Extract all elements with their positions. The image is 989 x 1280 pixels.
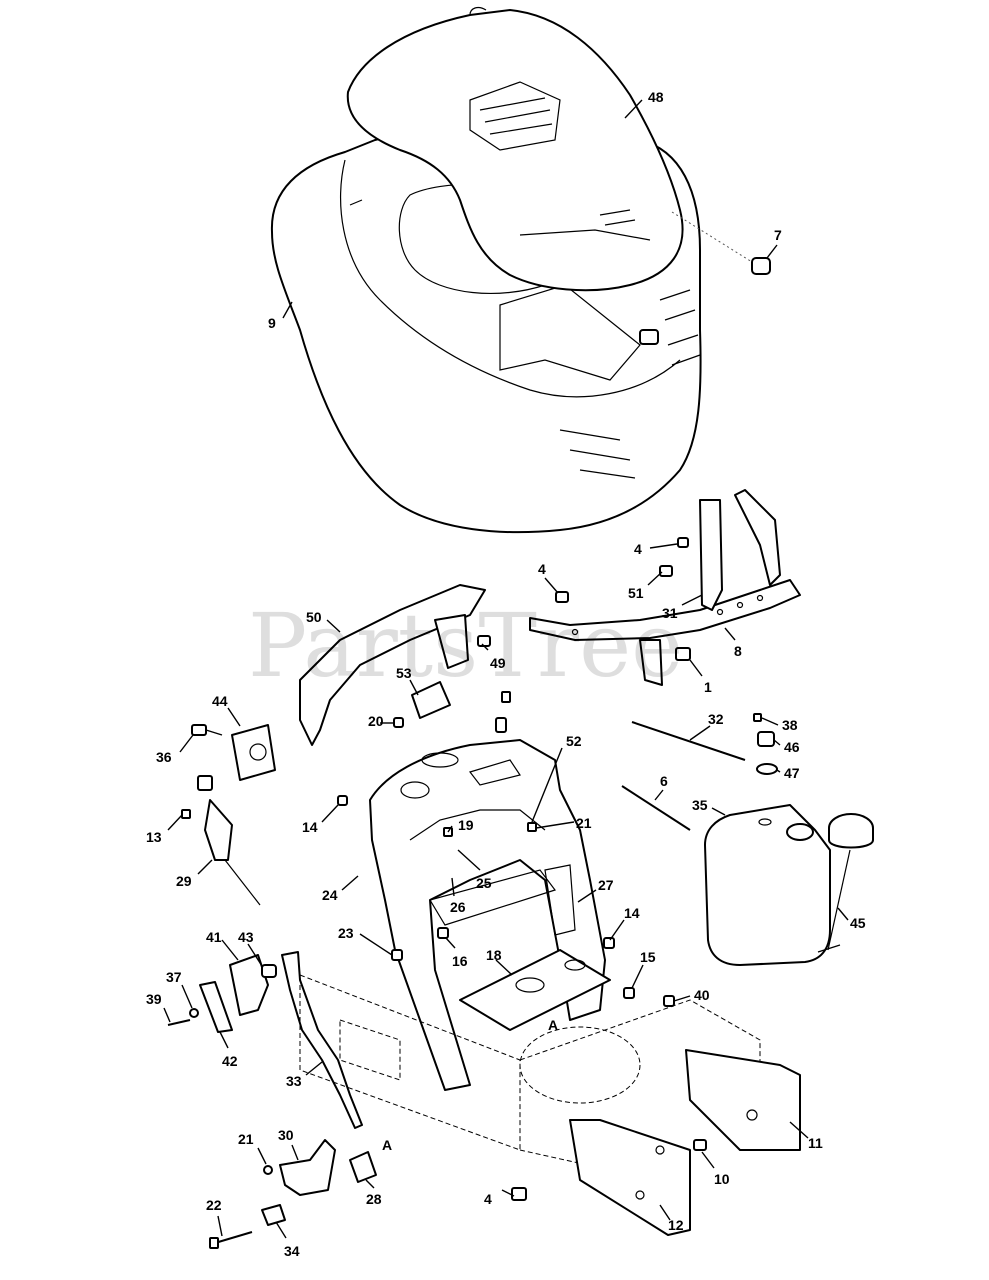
fitting-part-46-47-38: [753, 713, 778, 775]
clip-part-34: [261, 1204, 286, 1226]
callout-26: 26: [450, 899, 466, 915]
key-part-36: [191, 724, 223, 736]
callout-40: 40: [694, 987, 710, 1003]
callout-23: 23: [338, 925, 354, 941]
callout-44: 44: [212, 693, 228, 709]
callout-labels: 48 7 9 4 51 31 8 1 50 49 53 44 36 20 32 …: [146, 89, 866, 1259]
bushing-part-28: [349, 1151, 377, 1183]
callout-20: 20: [368, 713, 384, 729]
callout-24: 24: [322, 887, 338, 903]
callout-39: 39: [146, 991, 162, 1007]
callout-37: 37: [166, 969, 182, 985]
panel-part-27: [544, 864, 576, 936]
callout-9: 9: [268, 315, 276, 331]
callout-4-bracket: 4: [538, 561, 546, 577]
callout-42: 42: [222, 1053, 238, 1069]
callout-13: 13: [146, 829, 162, 845]
fuel-tank-part-35: [704, 804, 831, 966]
dash-support-part-24: [369, 739, 606, 1091]
bolt-part-7: [751, 257, 771, 275]
callout-10: 10: [714, 1171, 730, 1187]
callout-38: 38: [782, 717, 798, 733]
callout-50: 50: [306, 609, 322, 625]
callout-22: 22: [206, 1197, 222, 1213]
callout-A-frame: A: [548, 1017, 558, 1033]
bracket-part-8: [529, 489, 801, 686]
hood-top-part-48: [346, 6, 684, 292]
callout-25: 25: [476, 875, 492, 891]
callout-14b: 14: [624, 905, 640, 921]
rods-part-32-6: [621, 721, 746, 831]
plate-part-18: [459, 949, 611, 1031]
bracket-part-11: [685, 1049, 801, 1151]
brake-arm-part-42: [199, 981, 233, 1033]
callout-1: 1: [704, 679, 712, 695]
callout-8: 8: [734, 643, 742, 659]
callout-53: 53: [396, 665, 412, 681]
switch-part-53: [411, 681, 451, 719]
callout-4a: 4: [634, 541, 642, 557]
callout-41: 41: [206, 929, 222, 945]
dash-panel-part-50: [299, 584, 491, 746]
throttle-part-29: [197, 775, 261, 906]
callout-36: 36: [156, 749, 172, 765]
gas-cap-part-45: [817, 813, 874, 953]
callout-45: 45: [850, 915, 866, 931]
callout-47: 47: [784, 765, 800, 781]
callout-4b: 4: [484, 1191, 492, 1207]
bracket-part-30: [279, 1139, 336, 1196]
callout-52: 52: [566, 733, 582, 749]
callout-29: 29: [176, 873, 192, 889]
watermark-text: PartsTree: [248, 594, 683, 697]
callout-16: 16: [452, 953, 468, 969]
callout-18: 18: [486, 947, 502, 963]
callout-33: 33: [286, 1073, 302, 1089]
callout-34: 34: [284, 1243, 300, 1259]
callout-46: 46: [784, 739, 800, 755]
callout-14a: 14: [302, 819, 318, 835]
callout-A-bushing: A: [382, 1137, 392, 1153]
callout-43: 43: [238, 929, 254, 945]
callout-51: 51: [628, 585, 644, 601]
bolt-part-22: [209, 1231, 253, 1249]
switch-part-44: [231, 724, 276, 781]
callout-48: 48: [648, 89, 664, 105]
callout-11: 11: [808, 1135, 823, 1151]
callout-31: 31: [662, 605, 678, 621]
callout-35: 35: [692, 797, 708, 813]
link-rod-part-33: [281, 951, 363, 1129]
bolts-part-4-51-1: [555, 537, 691, 661]
callout-30: 30: [278, 1127, 294, 1143]
callout-49: 49: [490, 655, 506, 671]
bracket-part-31: [699, 499, 723, 611]
brake-pedal-part-41: [229, 954, 269, 1016]
callout-21a: 21: [576, 815, 592, 831]
callout-7: 7: [774, 227, 782, 243]
callout-19: 19: [458, 817, 474, 833]
callout-6: 6: [660, 773, 668, 789]
hood-pivot-bolt: [639, 329, 659, 345]
callout-27: 27: [598, 877, 614, 893]
callout-28: 28: [366, 1191, 382, 1207]
callout-21b: 21: [238, 1131, 254, 1147]
callout-15: 15: [640, 949, 656, 965]
callout-32: 32: [708, 711, 724, 727]
callout-12: 12: [668, 1217, 684, 1233]
